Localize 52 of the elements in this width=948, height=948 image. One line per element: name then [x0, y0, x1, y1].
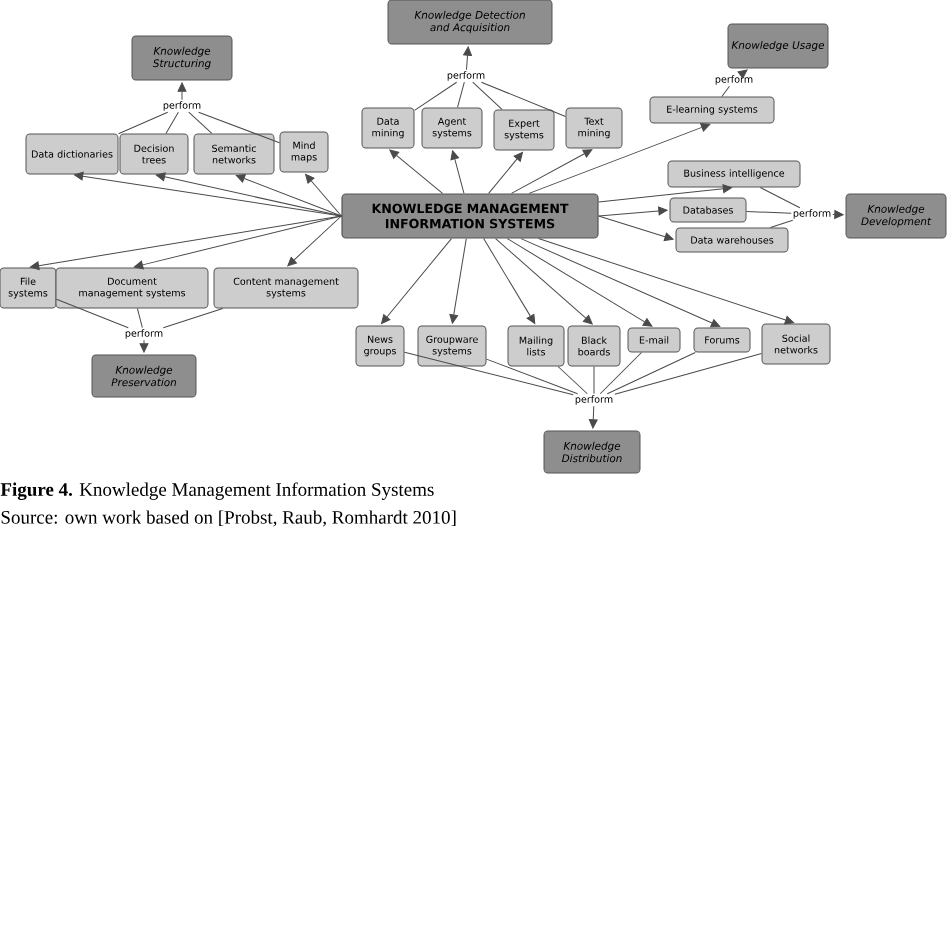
- connector-line: [414, 81, 458, 111]
- arrow: [29, 215, 342, 271]
- connector-line: [593, 366, 595, 395]
- connector-line: [457, 81, 465, 108]
- arrow: [832, 210, 844, 219]
- arrow: [177, 82, 187, 101]
- arrow: [495, 238, 593, 325]
- arrow: [287, 215, 342, 267]
- connector-line: [486, 358, 579, 395]
- arrow: [511, 149, 593, 194]
- arrow: [598, 215, 674, 242]
- arrow: [598, 206, 668, 217]
- arrow: [73, 171, 342, 217]
- arrow: [598, 184, 733, 203]
- arrow: [155, 172, 342, 217]
- connector-line: [404, 351, 574, 396]
- arrow: [538, 238, 795, 325]
- arrow: [528, 123, 711, 194]
- connector-line: [162, 308, 224, 329]
- connector-line: [56, 298, 129, 329]
- connector-line: [480, 81, 566, 117]
- arrow: [305, 173, 342, 217]
- connector-line: [614, 353, 762, 395]
- connector-line: [599, 352, 642, 395]
- figure-caption: Figure 4. Knowledge Management Information Systems: [0, 482, 434, 500]
- source-note: Source: own work based on [Probst, Raub, Romhardt 2010]: [1, 510, 456, 527]
- arrow: [139, 339, 149, 353]
- connector-line: [557, 366, 588, 395]
- arrow: [737, 69, 748, 79]
- arrow: [463, 46, 472, 71]
- connector-line: [472, 81, 503, 110]
- connector-line: [759, 187, 801, 209]
- arrow: [133, 215, 342, 270]
- arrow: [588, 405, 598, 429]
- arrow: [389, 149, 444, 194]
- connector-line: [165, 111, 179, 134]
- arrow: [450, 150, 465, 194]
- connector-line: [606, 352, 696, 395]
- arrow: [520, 238, 721, 328]
- arrow: [381, 238, 452, 325]
- connector-line: [118, 111, 169, 135]
- connector-line: [188, 111, 213, 134]
- arrow: [488, 151, 523, 194]
- connector-line: [136, 308, 143, 329]
- connector-line: [721, 85, 730, 97]
- connector-line: [198, 111, 280, 144]
- arrow: [506, 238, 653, 327]
- connector-line: [746, 210, 792, 214]
- connector-line: [769, 219, 794, 228]
- arrow: [449, 238, 467, 324]
- arrow: [483, 238, 536, 324]
- arrow: [235, 174, 342, 217]
